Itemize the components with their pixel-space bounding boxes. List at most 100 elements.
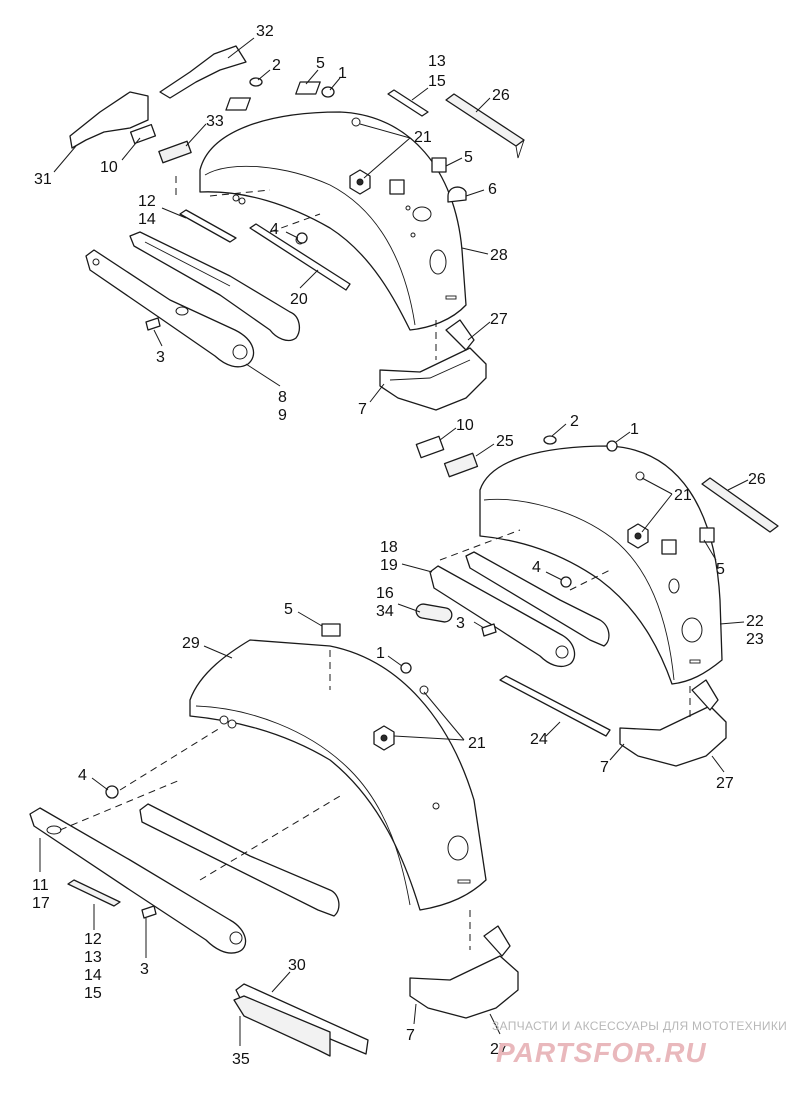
- leader-32: [227, 37, 255, 59]
- plate-25: [443, 452, 479, 478]
- callout-5: 5: [464, 149, 473, 166]
- fender-22-slot: [668, 578, 680, 594]
- leader-10b: [439, 427, 457, 441]
- rear-fender-22: [479, 445, 723, 685]
- callout-31: 31: [34, 171, 52, 188]
- screw-3-c: [141, 905, 157, 919]
- fascia-27-c-top: [483, 925, 511, 957]
- leader-6: [465, 189, 485, 197]
- callout-5: 5: [316, 55, 325, 72]
- callout-27: 27: [716, 775, 734, 792]
- callout-28: 28: [490, 247, 508, 264]
- callout-21: 21: [414, 129, 432, 146]
- pad-5-c: [431, 157, 447, 173]
- leader-10a: [121, 137, 141, 161]
- callout-13: 13: [84, 949, 102, 966]
- leader-21c2: [423, 691, 465, 741]
- callout-4: 4: [270, 221, 279, 238]
- leader-21a1: [359, 123, 411, 139]
- callout-1: 1: [338, 65, 347, 82]
- assembly-a: [69, 45, 525, 411]
- fender-28-inner-edge: [204, 165, 416, 326]
- callout-32: 32: [256, 23, 274, 40]
- rail-18-bolt-hole: [555, 645, 569, 659]
- leader-33: [185, 123, 207, 147]
- callout-29: 29: [182, 635, 200, 652]
- rear-fender-28: [199, 111, 467, 331]
- leader-7c: [413, 1003, 417, 1025]
- callout-35: 35: [232, 1051, 250, 1068]
- callout-10: 10: [100, 159, 118, 176]
- callout-17: 17: [32, 895, 50, 912]
- support-rail-18-rear: [465, 551, 610, 647]
- callout-15: 15: [428, 73, 446, 90]
- leader-30: [271, 971, 291, 993]
- leader-1a: [329, 77, 341, 91]
- nut-21-a-center: [356, 178, 364, 186]
- rail-11-slot: [46, 825, 62, 835]
- screw-3-a: [145, 317, 161, 331]
- leader-1c: [387, 655, 403, 667]
- bumper-2-b: [543, 435, 557, 445]
- washer-21-c: [419, 685, 429, 695]
- leader-4a: [285, 231, 299, 239]
- pad-5-f: [699, 527, 715, 543]
- leader-2a: [257, 69, 271, 81]
- callout-4: 4: [78, 767, 87, 784]
- bracket-31: [69, 91, 149, 149]
- fender-28-hole-d: [410, 232, 416, 238]
- callout-21: 21: [468, 735, 486, 752]
- leader-3a: [153, 329, 163, 347]
- leader-29: [203, 645, 233, 659]
- callout-26: 26: [492, 87, 510, 104]
- fascia-27-b-top: [691, 679, 719, 711]
- callout-3: 3: [156, 349, 165, 366]
- leader-5c: [703, 539, 717, 561]
- callout-11: 11: [32, 877, 49, 894]
- fender-22-taillight-hole: [681, 617, 703, 643]
- bumper-1-b: [606, 440, 618, 452]
- trim-strip-26-b: [701, 477, 779, 533]
- callout-7: 7: [358, 401, 367, 418]
- leader-21a2: [363, 137, 411, 179]
- fender-28-hole-a: [232, 194, 240, 202]
- leader-13a: [411, 87, 429, 101]
- fender-22-inner-edge: [483, 498, 675, 681]
- callout-15: 15: [84, 985, 102, 1002]
- fender-28-hole-c: [405, 205, 411, 211]
- fender-29-inner-edge: [195, 705, 411, 906]
- callout-19: 19: [380, 557, 398, 574]
- callout-14: 14: [138, 211, 156, 228]
- leader-8: [245, 363, 281, 387]
- leader-5d: [297, 611, 323, 627]
- strut-20: [129, 231, 301, 342]
- leader-lines: [39, 37, 749, 1046]
- bumper-1-a: [321, 86, 335, 98]
- callout-13: 13: [428, 53, 446, 70]
- pad-10-a: [129, 123, 157, 145]
- rail-8-front-hole: [92, 258, 100, 266]
- dash-c1: [119, 727, 221, 791]
- callout-14: 14: [84, 967, 102, 984]
- leader-20: [299, 269, 319, 289]
- leader-4b: [545, 571, 563, 581]
- fascia-27-a-top: [445, 319, 475, 351]
- callout-8: 8: [278, 389, 287, 406]
- support-rail-11: [29, 807, 247, 954]
- washer-21-a: [351, 117, 361, 127]
- washer-4-c: [105, 785, 119, 799]
- leader-21c1: [393, 735, 465, 741]
- bracket-35: [233, 995, 331, 1057]
- callout-12: 12: [84, 931, 102, 948]
- callout-7: 7: [406, 1027, 415, 1044]
- trim-12: [179, 209, 237, 243]
- callout-2: 2: [570, 413, 579, 430]
- dash-c2: [59, 779, 181, 831]
- fender-28-slot: [412, 206, 432, 222]
- dash-a2: [209, 189, 271, 197]
- leader-21b2: [641, 493, 673, 533]
- leader-16: [397, 603, 421, 613]
- callout-18: 18: [380, 539, 398, 556]
- trim-strip-26-a-edge: [515, 139, 525, 159]
